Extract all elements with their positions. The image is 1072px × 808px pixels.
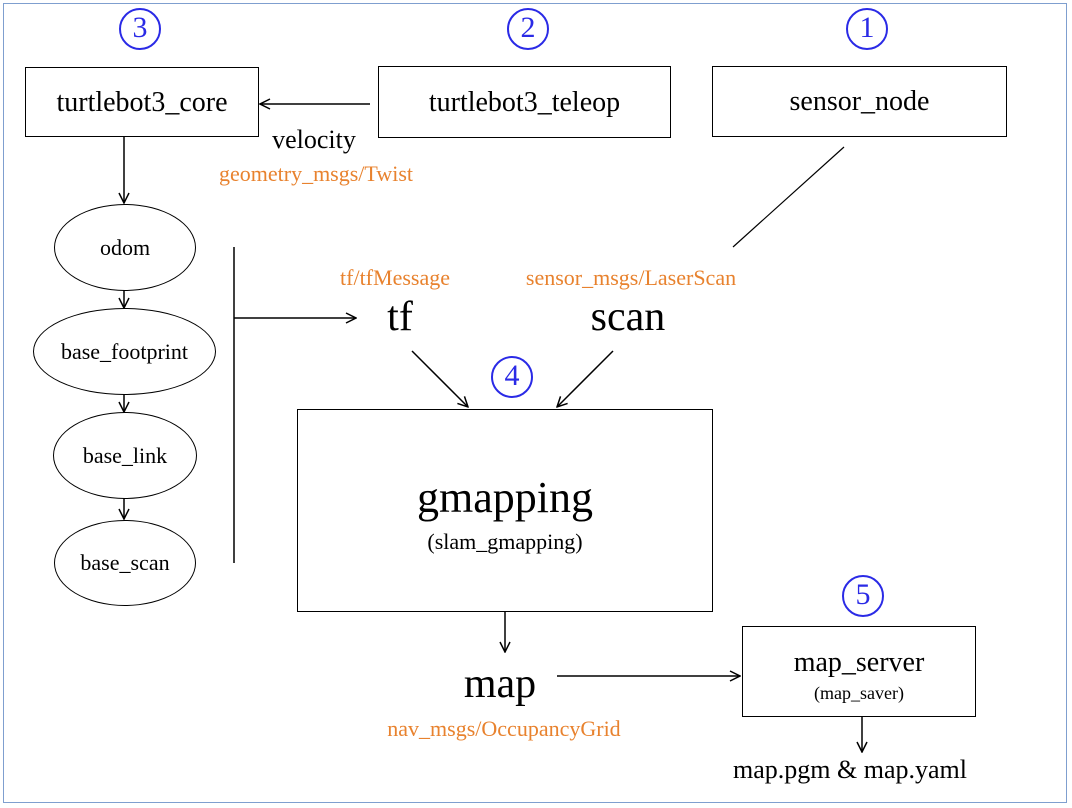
node-turtlebot3-core: turtlebot3_core bbox=[25, 67, 259, 137]
node-label: turtlebot3_core bbox=[56, 87, 228, 118]
node-label: turtlebot3_teleop bbox=[428, 87, 621, 118]
node-gmapping: gmapping (slam_gmapping) bbox=[297, 409, 713, 612]
topic-velocity-type: geometry_msgs/Twist bbox=[218, 161, 413, 186]
topic-velocity: velocity bbox=[272, 125, 356, 154]
map-server-label: map_server bbox=[793, 647, 925, 678]
frame-base-link: base_link bbox=[53, 412, 197, 499]
frame-label: base_scan bbox=[80, 550, 170, 575]
map-server-sublabel: (map_saver) bbox=[814, 683, 904, 703]
frame-base-footprint: base_footprint bbox=[33, 308, 216, 395]
step-number-5: 5 bbox=[842, 575, 884, 617]
sensor-to-scan-line bbox=[732, 146, 845, 248]
step-number-2: 2 bbox=[507, 8, 549, 50]
step-number-1: 1 bbox=[846, 8, 888, 50]
topic-map: map bbox=[463, 661, 537, 707]
node-map-server: map_server (map_saver) bbox=[742, 626, 976, 717]
topic-tf-type: tf/tfMessage bbox=[340, 265, 450, 290]
diagram-frame bbox=[3, 3, 1067, 803]
topic-scan: scan bbox=[590, 294, 666, 340]
step-number-3: 3 bbox=[119, 8, 161, 50]
step-number-4: 4 bbox=[491, 356, 533, 398]
arrow-tf-to-gmapping bbox=[411, 350, 468, 407]
topic-tf: tf bbox=[387, 294, 413, 340]
frame-base-scan: base_scan bbox=[54, 520, 196, 606]
node-label: sensor_node bbox=[789, 86, 930, 117]
output-files: map.pgm & map.yaml bbox=[733, 755, 967, 784]
frame-label: base_link bbox=[82, 442, 168, 468]
frame-label: odom bbox=[99, 234, 151, 260]
frame-label: base_footprint bbox=[60, 338, 189, 364]
node-sensor-node: sensor_node bbox=[712, 66, 1007, 137]
gmapping-label: gmapping bbox=[417, 473, 593, 522]
node-turtlebot3-teleop: turtlebot3_teleop bbox=[378, 66, 671, 138]
topic-scan-type: sensor_msgs/LaserScan bbox=[525, 265, 737, 290]
frame-odom: odom bbox=[54, 204, 196, 291]
topic-map-type: nav_msgs/OccupancyGrid bbox=[387, 716, 621, 741]
arrow-scan-to-gmapping bbox=[557, 350, 614, 407]
gmapping-sublabel: (slam_gmapping) bbox=[427, 529, 583, 554]
